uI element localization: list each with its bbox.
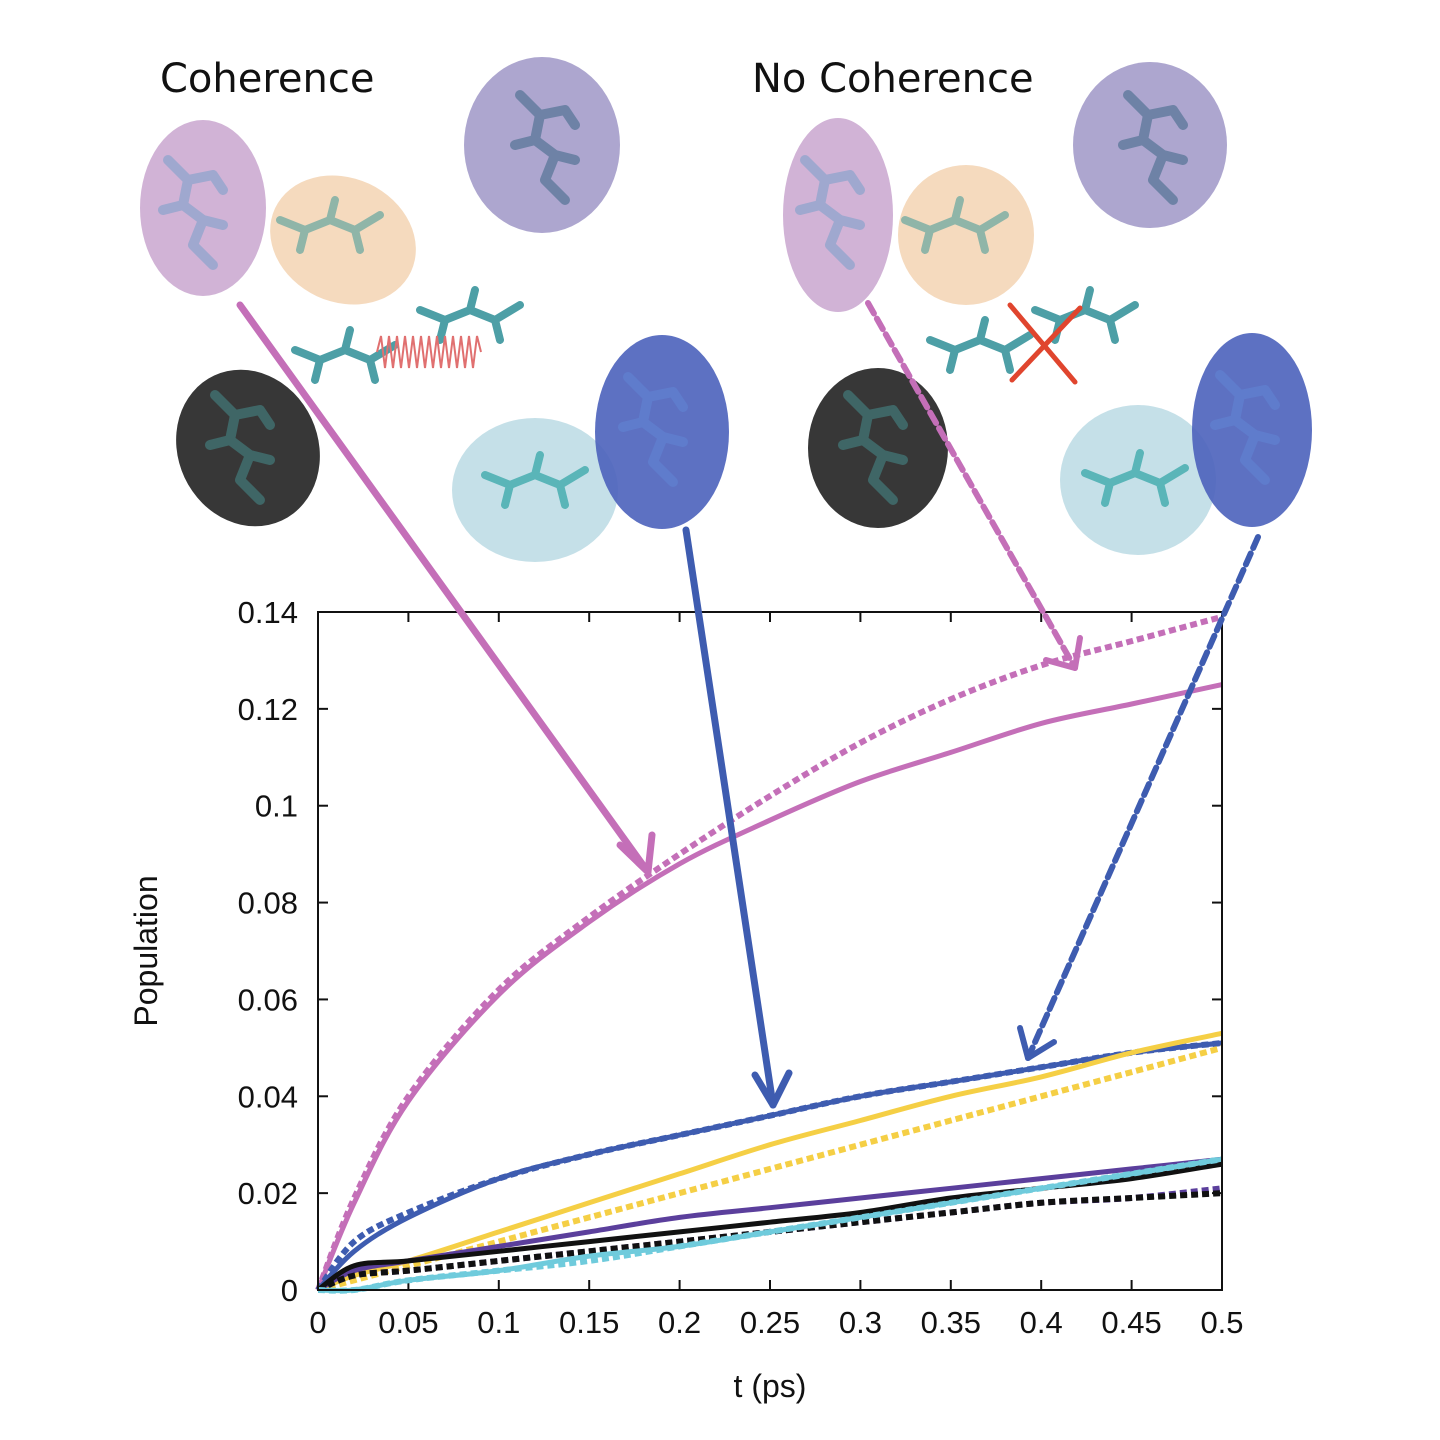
x-tick-label: 0 [309,1305,326,1340]
chromophore-lightblue-nc [1060,405,1216,555]
chromophore-dark-nc [808,368,948,528]
y-tick-label: 0.1 [255,789,298,824]
chromophore-pink-nc [783,118,893,312]
coupling-spring-icon [376,335,482,369]
cross-icon [1007,302,1083,385]
x-tick-label: 0.25 [740,1305,800,1340]
arrow-coherent-blue [682,526,793,1109]
x-tick-label: 0.15 [559,1305,619,1340]
no-coherence-title: No Coherence [752,56,1034,102]
series-line-3 [315,1040,1223,1292]
x-tick-label: 0.2 [658,1305,701,1340]
y-tick-label: 0.04 [238,1079,298,1114]
series-line-10 [317,1156,1223,1294]
y-tick-label: 0.14 [238,595,298,630]
x-tick-label: 0.1 [477,1305,520,1340]
x-axis-title: t (ps) [734,1368,807,1404]
no-coherence-panel: No Coherence [752,56,1312,555]
x-tick-label: 0.35 [921,1305,981,1340]
x-tick-label: 0.4 [1020,1305,1063,1340]
arrow-coherent-pink [236,301,656,876]
arrow-incoherent-blue [1017,534,1261,1061]
series-line-11 [317,1156,1223,1294]
y-axis-title: Population [128,875,164,1026]
arrow-incoherent-pink [865,300,1083,671]
series-line-1 [315,613,1223,1292]
coherence-panel: Coherence [140,56,729,562]
y-tick-label: 0 [281,1273,298,1308]
chromophore-orange [270,175,416,305]
chromophore-lavender-nc [1073,62,1227,228]
chromophore-pink [140,120,266,296]
y-tick-label: 0.06 [238,982,298,1017]
x-tick-label: 0.3 [839,1305,882,1340]
series-line-5 [317,1045,1223,1293]
uncoupled-molecules [295,290,520,380]
chromophore-blue [595,335,729,529]
y-tick-label: 0.02 [238,1176,298,1211]
x-tick-label: 0.5 [1200,1305,1243,1340]
population-curves [315,613,1223,1294]
chromophore-orange-nc [898,165,1034,305]
plot-frame [317,611,1223,1291]
x-tick-label: 0.45 [1101,1305,1161,1340]
y-tick-label: 0.12 [238,692,298,727]
connector-arrows [236,300,1261,1109]
chromophore-blue-nc [1192,333,1312,527]
chromophore-lavender [464,57,620,233]
population-plot: 0 0.05 0.1 0.15 0.2 0.25 0.3 0.35 0.4 0.45 0.5 0 0.0… [128,595,1244,1404]
chromophore-dark [176,369,320,527]
y-tick-label: 0.08 [238,886,298,921]
x-tick-label: 0.05 [378,1305,438,1340]
chromophore-lightblue [452,418,618,562]
coherence-title: Coherence [160,56,375,102]
